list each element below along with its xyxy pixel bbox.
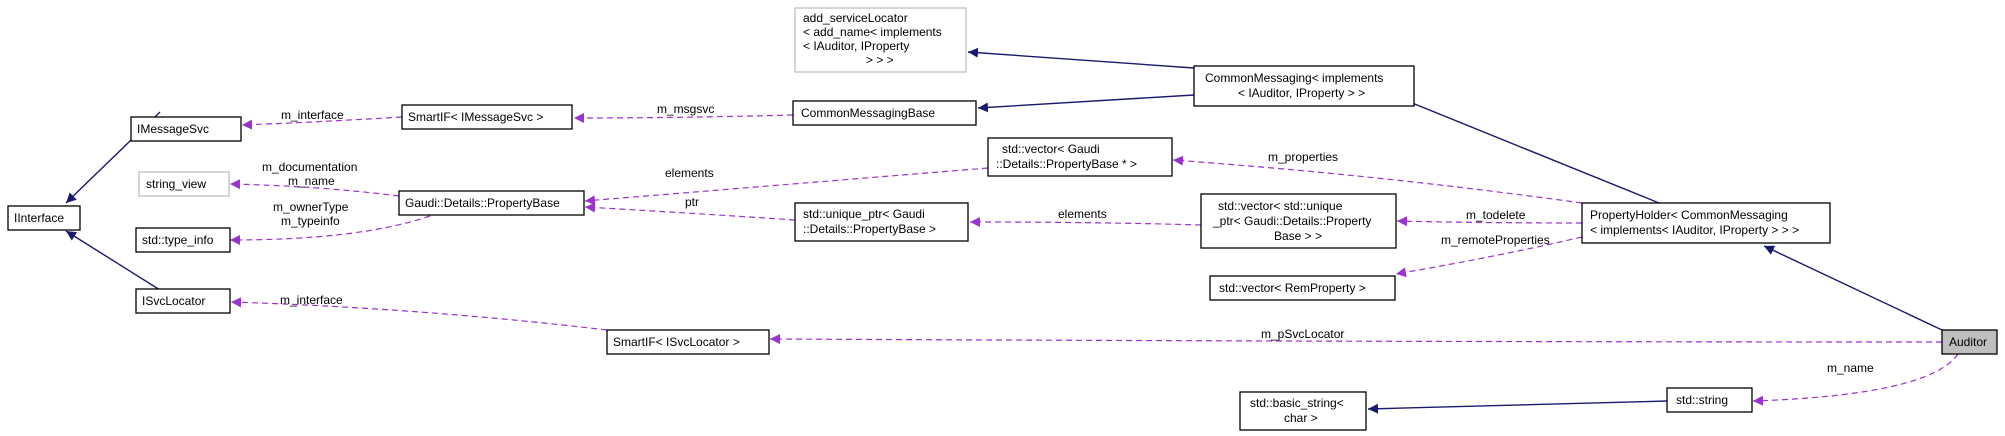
edge-label-m-interface-msg: m_interface [281, 108, 344, 122]
svg-text:char >: char > [1284, 411, 1318, 425]
edge-label-m-psvclocator: m_pSvcLocator [1261, 327, 1344, 341]
svg-text:SmartIF< ISvcLocator >: SmartIF< ISvcLocator > [613, 335, 740, 349]
edge-auditor-smartif-svc [769, 334, 1943, 345]
edge-label-m-name-aud: m_name [1827, 361, 1874, 375]
node-std-string[interactable]: std::string [1666, 387, 1753, 413]
edge-label-m-documentation: m_documentation [262, 160, 357, 174]
node-basic-string[interactable]: std::basic_string< char > [1239, 391, 1367, 431]
node-smartif-imessagesvc[interactable]: SmartIF< IMessageSvc > [401, 104, 573, 130]
svg-text:> > >: > > > [866, 53, 894, 67]
edge-label-m-remoteproperties: m_remoteProperties [1441, 233, 1550, 247]
node-commonmessaging[interactable]: CommonMessaging< implements < IAuditor, … [1193, 65, 1415, 107]
svg-text:std::vector< Gaudi: std::vector< Gaudi [1002, 142, 1100, 156]
edge-propertyholder-commonmessaging [1384, 91, 1660, 204]
edge-propertyholder-vector-pb-ptr [1172, 155, 1583, 204]
svg-text:< add_name< implements: < add_name< implements [803, 25, 942, 39]
svg-text:CommonMessagingBase: CommonMessagingBase [801, 106, 935, 120]
edge-auditor-propertyholder [1763, 245, 1943, 331]
svg-text:std::vector< RemProperty >: std::vector< RemProperty > [1219, 281, 1366, 295]
node-unique-ptr-propertybase[interactable]: std::unique_ptr< Gaudi ::Details::Proper… [794, 202, 969, 242]
edge-label-m-typeinfo: m_typeinfo [281, 214, 340, 228]
edge-auditor-stdstring [1752, 353, 1959, 406]
svg-text:SmartIF< IMessageSvc >: SmartIF< IMessageSvc > [408, 110, 543, 124]
edge-commonmessagingbase-smartif-msgsvc [573, 112, 794, 123]
node-vector-propertybase-ptr[interactable]: std::vector< Gaudi ::Details::PropertyBa… [987, 137, 1173, 177]
svg-text:CommonMessaging< implements: CommonMessaging< implements [1205, 71, 1383, 85]
edge-stdstring-basicstring [1367, 400, 1668, 414]
node-iinterface[interactable]: IInterface [7, 205, 81, 231]
svg-text:Auditor: Auditor [1949, 335, 1987, 349]
edge-vector-uptr-uniqueptr [969, 217, 1202, 228]
svg-text:IInterface: IInterface [14, 211, 64, 225]
node-vector-unique-ptr[interactable]: std::vector< std::unique _ptr< Gaudi::De… [1200, 193, 1397, 249]
svg-text:< IAuditor, IProperty: < IAuditor, IProperty [803, 39, 909, 53]
node-isvclocator[interactable]: ISvcLocator [135, 288, 231, 314]
edge-label-m-todelete: m_todelete [1466, 208, 1526, 222]
edge-smartif-msgsvc-imessagesvc [241, 116, 403, 130]
svg-text:< implements< IAuditor, IPrope: < implements< IAuditor, IProperty > > > [1590, 223, 1799, 237]
svg-text:string_view: string_view [146, 177, 206, 191]
edge-label-m-interface-svc: m_interface [280, 293, 343, 307]
node-type-info[interactable]: std::type_info [135, 227, 231, 253]
svg-text:< IAuditor, IProperty > >: < IAuditor, IProperty > > [1238, 86, 1365, 100]
svg-text:std::type_info: std::type_info [142, 233, 214, 247]
edge-label-elements-vec: elements [665, 166, 714, 180]
svg-text:Base > >: Base > > [1274, 229, 1322, 243]
node-smartif-isvclocator[interactable]: SmartIF< ISvcLocator > [606, 329, 770, 355]
edge-label-m-ownertype: m_ownerType [273, 200, 349, 214]
edge-uniqueptr-propertybase [584, 202, 796, 221]
node-vector-remproperty[interactable]: std::vector< RemProperty > [1209, 275, 1396, 301]
svg-text:PropertyHolder< CommonMessagin: PropertyHolder< CommonMessaging [1590, 208, 1788, 222]
edge-vector-pb-ptr-propertybase [584, 167, 989, 206]
svg-text:std::string: std::string [1676, 393, 1728, 407]
svg-text:Gaudi::Details::PropertyBase: Gaudi::Details::PropertyBase [405, 196, 560, 210]
edge-smartif-svc-isvclocator [230, 297, 608, 331]
svg-text:::Details::PropertyBase >: ::Details::PropertyBase > [803, 222, 936, 236]
node-string-view[interactable]: string_view [138, 171, 230, 197]
edge-propertyholder-vector-remproperty [1395, 236, 1583, 278]
node-propertybase[interactable]: Gaudi::Details::PropertyBase [398, 190, 585, 216]
node-propertyholder[interactable]: PropertyHolder< CommonMessaging < implem… [1581, 202, 1831, 244]
edge-propertybase-string-view [229, 179, 400, 197]
svg-text:std::vector< std::unique: std::vector< std::unique [1218, 199, 1343, 213]
edge-label-m-properties: m_properties [1268, 150, 1338, 164]
svg-text:std::unique_ptr< Gaudi: std::unique_ptr< Gaudi [803, 207, 925, 221]
svg-text:std::basic_string<: std::basic_string< [1250, 396, 1344, 410]
svg-text:_ptr< Gaudi::Details::Property: _ptr< Gaudi::Details::Property [1212, 214, 1371, 228]
node-auditor[interactable]: Auditor [1941, 329, 1998, 355]
node-add-servicelocator[interactable]: add_serviceLocator < add_name< implement… [794, 7, 967, 73]
svg-text:ISvcLocator: ISvcLocator [142, 294, 205, 308]
edge-commonmessaging-add-servicelocator [967, 47, 1195, 69]
node-imessagesvc[interactable]: IMessageSvc [130, 116, 242, 142]
svg-text:add_serviceLocator: add_serviceLocator [803, 11, 908, 25]
edge-propertybase-type-info [229, 215, 431, 245]
edge-label-m-msgsvc: m_msgsvc [657, 102, 714, 116]
edge-label-elements-uptr: elements [1058, 207, 1107, 221]
node-commonmessagingbase[interactable]: CommonMessagingBase [792, 100, 977, 126]
edge-propertyholder-vector-uptr [1396, 216, 1583, 227]
svg-text:::Details::PropertyBase * >: ::Details::PropertyBase * > [996, 157, 1137, 171]
edge-isvclocator-iinterface [65, 230, 161, 291]
edge-commonmessaging-commonmessagingbase [977, 94, 1195, 113]
edge-label-m-name-pb: m_name [288, 174, 335, 188]
edge-label-ptr: ptr [685, 195, 699, 209]
svg-text:IMessageSvc: IMessageSvc [137, 122, 209, 136]
